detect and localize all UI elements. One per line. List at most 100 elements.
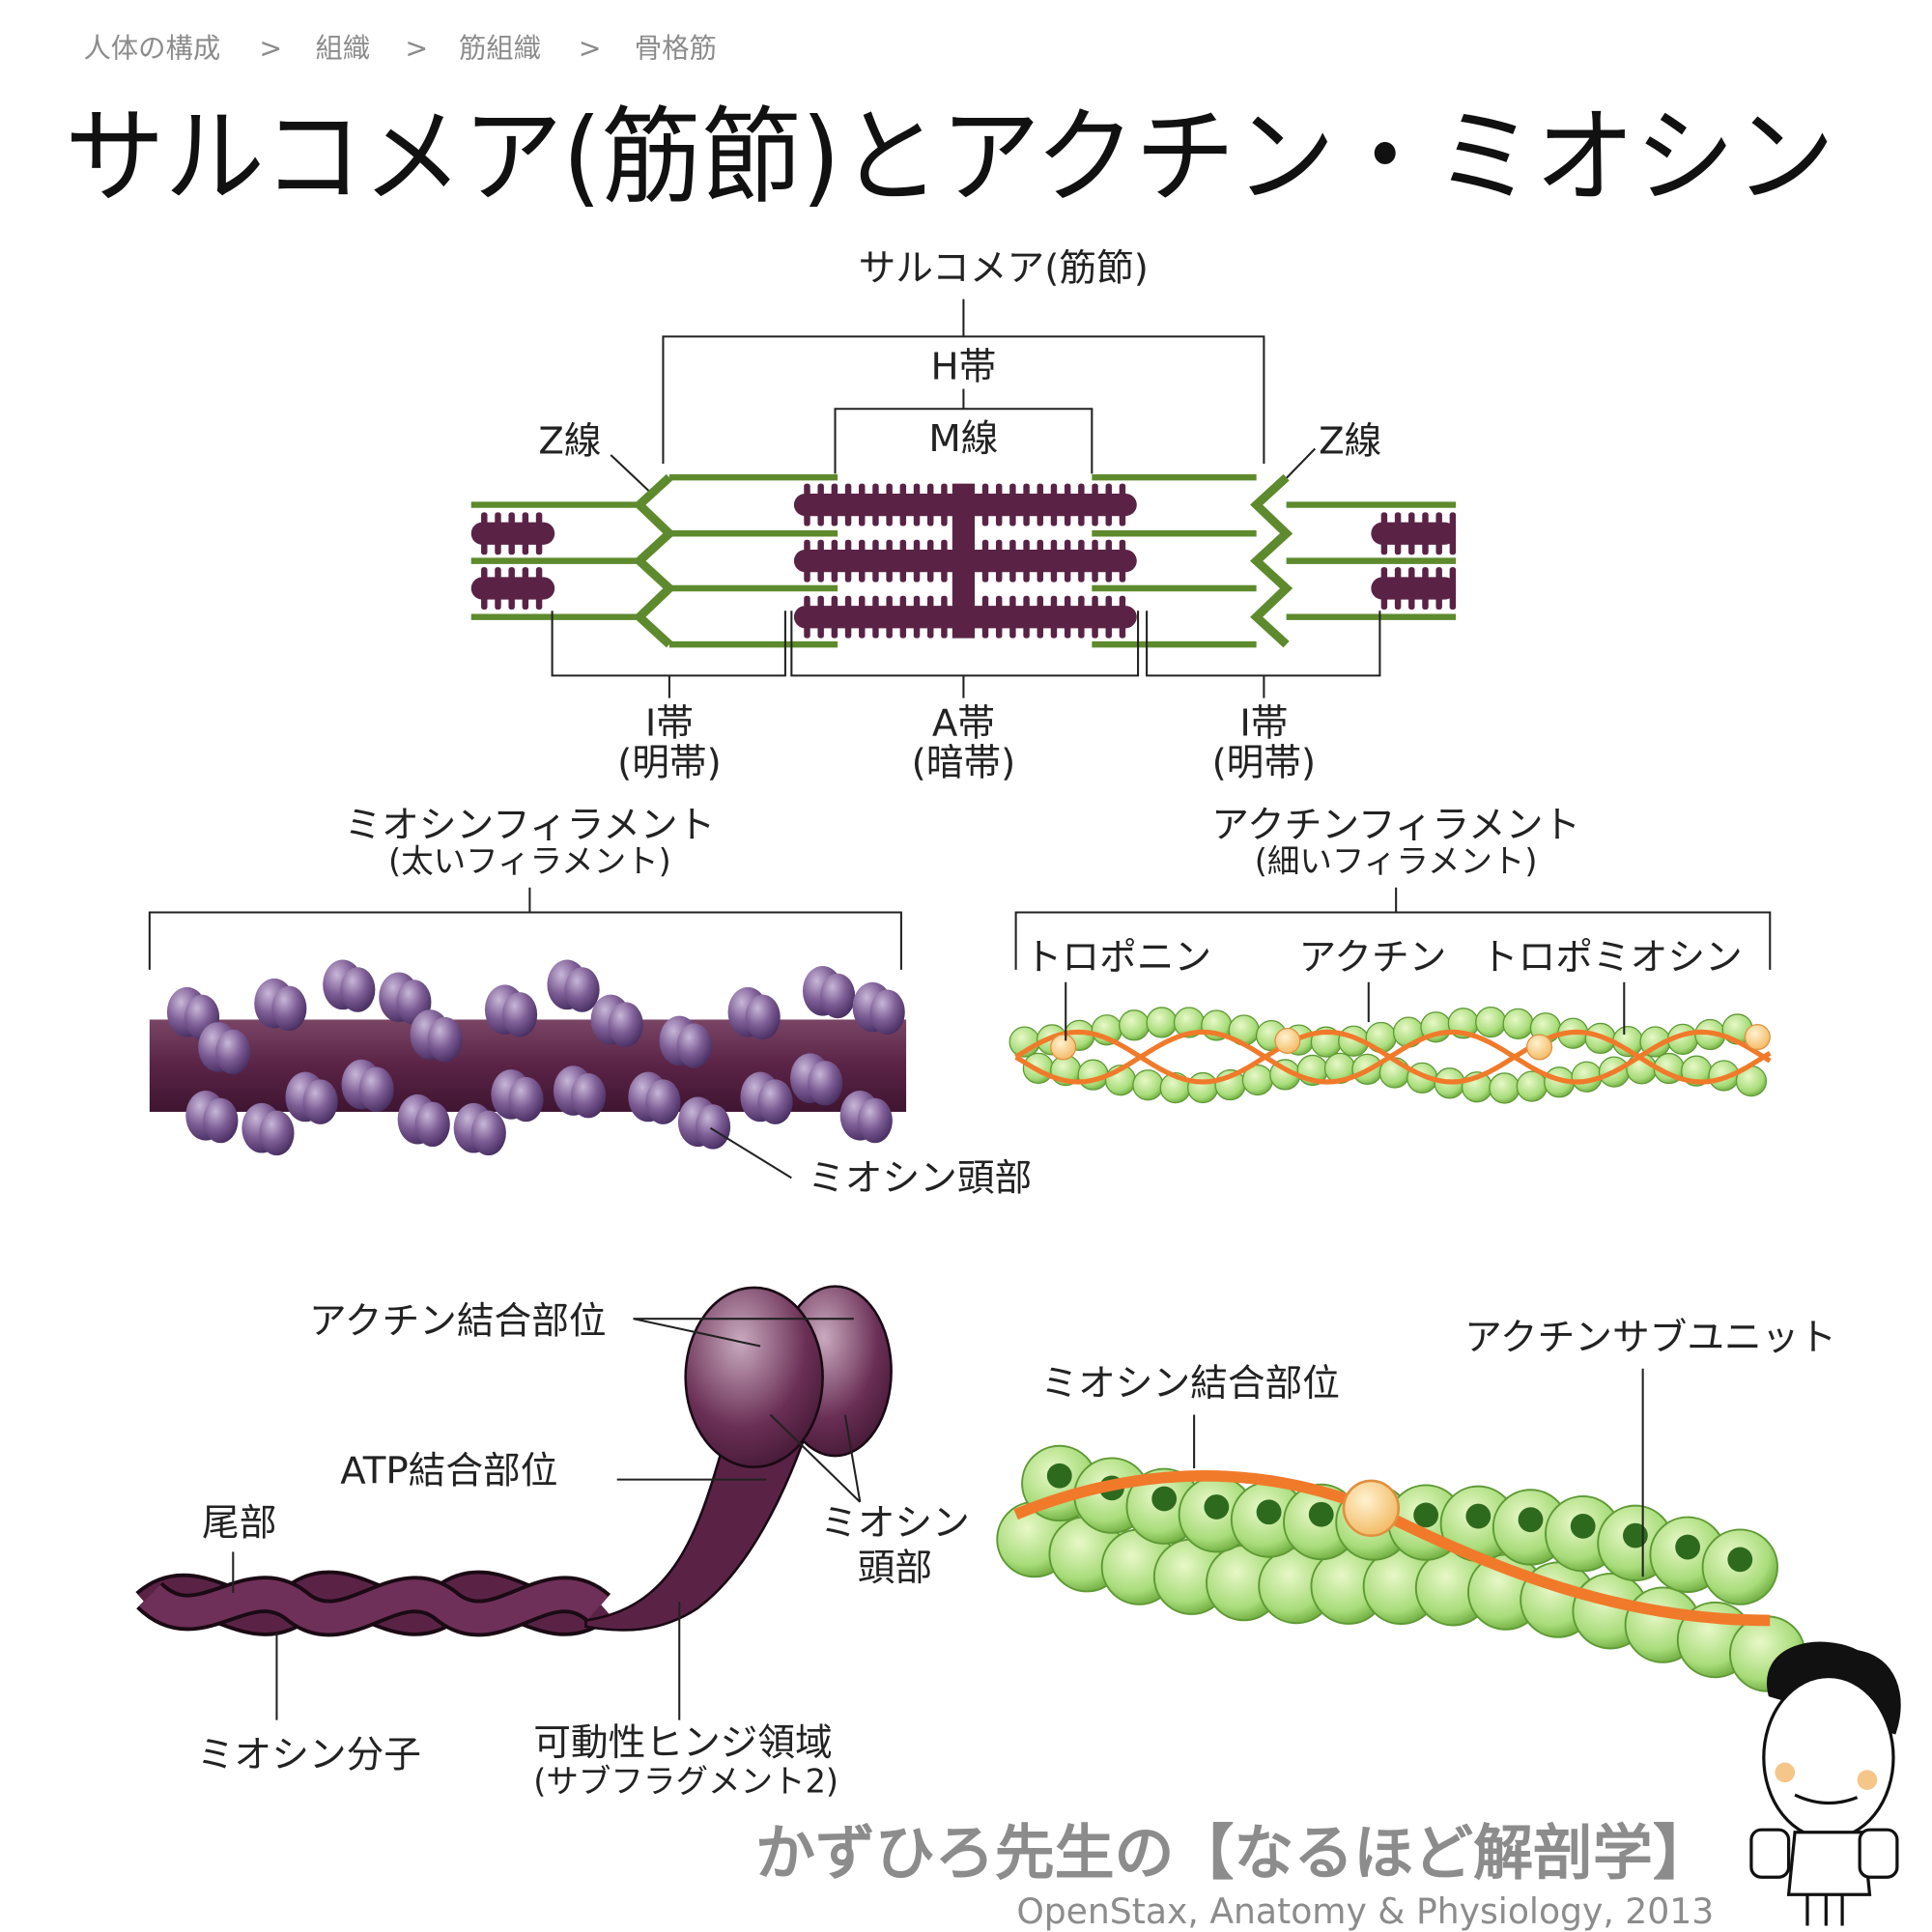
cross-bridge [481, 512, 488, 555]
myosin-head [820, 973, 856, 1019]
myosin-binding-site [1518, 1507, 1544, 1533]
myosin-binding-site [1727, 1547, 1753, 1573]
cross-bridge [522, 512, 529, 555]
cross-bridge [508, 567, 515, 610]
cross-bridge [1092, 483, 1098, 526]
cross-bridge [1078, 483, 1085, 526]
breadcrumb-item[interactable]: 人体の構成 [83, 32, 220, 64]
cross-bridge [1422, 512, 1429, 555]
myosin-filament-title: ミオシンフィラメント [344, 804, 715, 847]
cross-bridge [886, 539, 893, 582]
actin-filament-pointers [1065, 981, 1626, 1041]
sarcomere-label: サルコメア(筋節) [859, 246, 1149, 290]
breadcrumb-item[interactable]: 骨格筋 [635, 32, 717, 64]
troponin [1342, 1479, 1401, 1537]
actin-detail-panel: ミオシン結合部位 アクチンサブユニット [996, 1316, 1836, 1692]
cross-bridge [859, 539, 866, 582]
cross-bridge [872, 483, 879, 526]
actin-subunit [1132, 1069, 1164, 1101]
cross-bridge [981, 483, 989, 526]
cross-bridge [995, 539, 1003, 582]
cross-bridge [1119, 483, 1126, 526]
cross-bridge [1078, 595, 1085, 639]
cross-bridge [899, 595, 907, 639]
cross-bridge [1050, 595, 1058, 639]
myosin-binding-site [1570, 1513, 1596, 1539]
myosin-molecule-panel: アクチン結合部位 ATP結合部位 尾部 ミオシン 頭部 ミオシン分子 可動性ヒン… [135, 1285, 970, 1800]
actin-subunit [1119, 1009, 1151, 1041]
cross-bridge [927, 539, 934, 582]
cross-bridge [981, 595, 989, 639]
i-band-right-label: I帯 [1239, 701, 1288, 745]
cross-bridge [1050, 483, 1058, 526]
breadcrumb: 人体の構成 > 組織 > 筋組織 > 骨格筋 [83, 32, 716, 64]
myosin-head [757, 1079, 793, 1124]
cross-bridge [817, 539, 824, 582]
cross-bridge [817, 595, 824, 639]
cross-bridge [495, 512, 501, 555]
cross-bridge [1394, 567, 1402, 610]
myosin-head [358, 1066, 394, 1112]
myosin-head [502, 992, 538, 1037]
myosin-binding-site [1675, 1534, 1700, 1560]
myosin-tail [135, 1570, 612, 1637]
hinge-sublabel: (サブフラグメント2) [533, 1762, 838, 1800]
actin-filament-subtitle: (細いフィラメント) [1255, 842, 1538, 880]
cross-bridge [1105, 483, 1112, 526]
cross-bridge [1037, 483, 1043, 526]
cross-bridge [1078, 539, 1085, 582]
cross-bridge [804, 595, 810, 639]
cross-bridge [508, 512, 515, 555]
i-band-left-sublabel: (明帯) [617, 742, 722, 785]
cross-bridge [1435, 567, 1442, 610]
myosin-binding-site [1046, 1463, 1072, 1489]
cross-bridge [817, 483, 824, 526]
a-band-sublabel: (暗帯) [912, 742, 1016, 785]
sarcomere-filaments [470, 473, 1457, 648]
myosin-head [203, 1097, 239, 1144]
myosin-head [215, 1029, 251, 1075]
myosin-head [271, 985, 307, 1032]
myosin-head [564, 967, 600, 1012]
breadcrumb-item[interactable]: 筋組織 [459, 32, 541, 64]
cross-bridge [1105, 539, 1112, 582]
myosin-filament-subtitle: (太いフィラメント) [388, 842, 671, 880]
z-line [633, 473, 676, 648]
myosin-molecule-label: ミオシン分子 [197, 1734, 421, 1777]
myosin-heads [166, 959, 905, 1156]
breadcrumb-item[interactable]: 組織 [315, 32, 370, 64]
cross-bridge [1394, 512, 1402, 555]
sarcomere-bracket [662, 298, 1265, 464]
actin-filament-title: アクチンフィラメント [1211, 804, 1580, 847]
troponin [1526, 1034, 1553, 1061]
cross-bridge [1064, 483, 1071, 526]
cross-bridge [1422, 567, 1429, 610]
troponin [1744, 1024, 1771, 1051]
cross-bridge [844, 483, 852, 526]
myosin-head [570, 1072, 607, 1119]
actin-subunit-label: アクチンサブユニット [1464, 1316, 1836, 1359]
myosin-head [414, 1101, 450, 1148]
cross-bridge [831, 539, 838, 582]
cross-bridge [844, 595, 852, 639]
cross-bridge [831, 483, 838, 526]
tropomyosin-label: トロポミオシン [1481, 936, 1743, 980]
atp-binding-site-label: ATP結合部位 [340, 1449, 557, 1492]
myosin-filament-panel: ミオシンフィラメント (太いフィラメント) ミオシン頭部 [148, 804, 1032, 1200]
cross-bridge [1023, 595, 1030, 639]
actin-subunit [1187, 1071, 1219, 1104]
cross-bridge [859, 595, 866, 639]
myosin-filament-bracket [148, 887, 902, 970]
cross-bridge [1009, 539, 1016, 582]
cross-bridge [804, 539, 810, 582]
cross-bridge [1380, 512, 1388, 555]
i-band-left-label: I帯 [645, 701, 694, 745]
cross-bridge [1449, 512, 1457, 555]
actin-binding-site-pointer [633, 1318, 854, 1348]
actin-filament-bracket [1014, 887, 1772, 970]
cross-bridge [535, 567, 543, 610]
myosin-binding-site [1413, 1502, 1439, 1528]
myosin-head [608, 1002, 643, 1047]
cross-bridge [1435, 512, 1442, 555]
